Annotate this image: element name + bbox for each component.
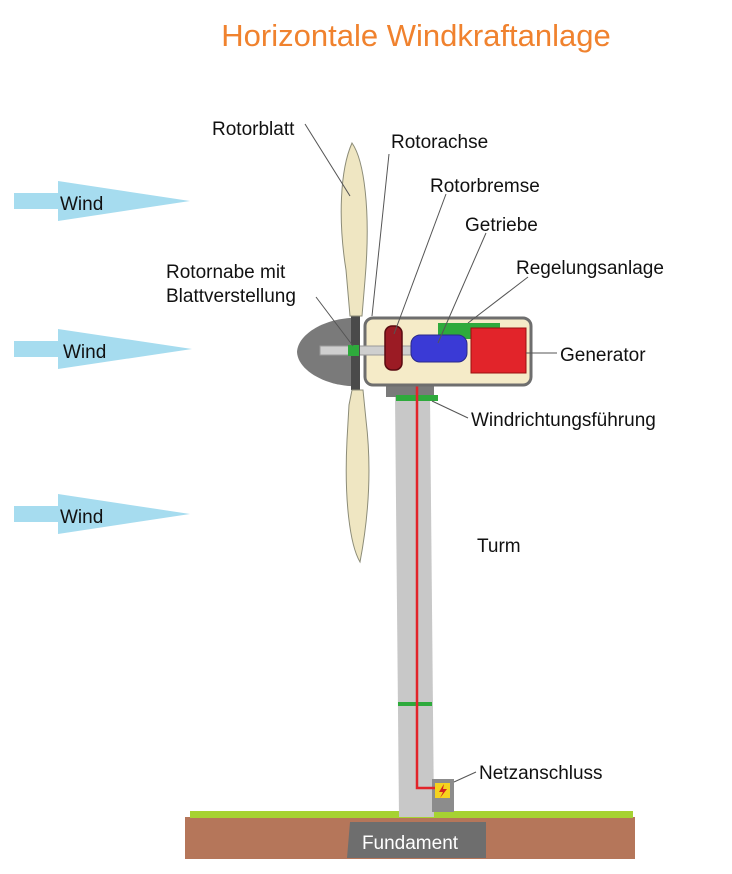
label-getriebe: Getriebe [465, 215, 538, 236]
wind-label: Wind [63, 342, 106, 363]
rotor-blade-upper [340, 141, 368, 317]
leader-windrichtungsfuehrung [431, 400, 469, 419]
label-rotorbremse: Rotorbremse [430, 176, 540, 197]
tower-segment-ring [398, 702, 432, 706]
rotor-blade-lower [345, 389, 370, 564]
wind-arrow-middle: Wind [14, 329, 192, 369]
label-windrichtungsfuehrung: Windrichtungsführung [471, 410, 656, 431]
lightning-icon [435, 783, 450, 798]
wind-arrow-top: Wind [14, 181, 190, 221]
pitch-bearing [348, 345, 359, 356]
leader-rotorblatt [304, 123, 351, 197]
foundation-block [347, 822, 486, 858]
label-rotornabe-line2: Blattverstellung [166, 286, 296, 307]
diagram-title: Horizontale Windkraftanlage [221, 18, 610, 53]
label-rotorachse: Rotorachse [391, 132, 488, 153]
generator [470, 327, 527, 374]
wind-label: Wind [60, 507, 103, 528]
leader-rotorachse [371, 153, 390, 317]
wind-arrow-bottom: Wind [14, 494, 190, 534]
label-rotorblatt: Rotorblatt [212, 119, 295, 140]
gearbox [410, 334, 468, 363]
leader-netzanschluss [453, 771, 477, 783]
leader-getriebe [437, 232, 487, 344]
leader-regelungsanlage [467, 276, 529, 324]
rotor-brake [384, 325, 403, 371]
leader-rotorbremse [393, 193, 447, 335]
leader-rotornabe [315, 296, 354, 347]
label-fundament: Fundament [362, 833, 459, 854]
label-netzanschluss: Netzanschluss [479, 763, 603, 784]
wind-label: Wind [60, 194, 103, 215]
label-generator: Generator [560, 345, 646, 366]
tower [395, 396, 434, 817]
label-turm: Turm [477, 536, 521, 557]
label-regelungsanlage: Regelungsanlage [516, 258, 664, 279]
label-rotornabe-line1: Rotornabe mit [166, 262, 286, 283]
